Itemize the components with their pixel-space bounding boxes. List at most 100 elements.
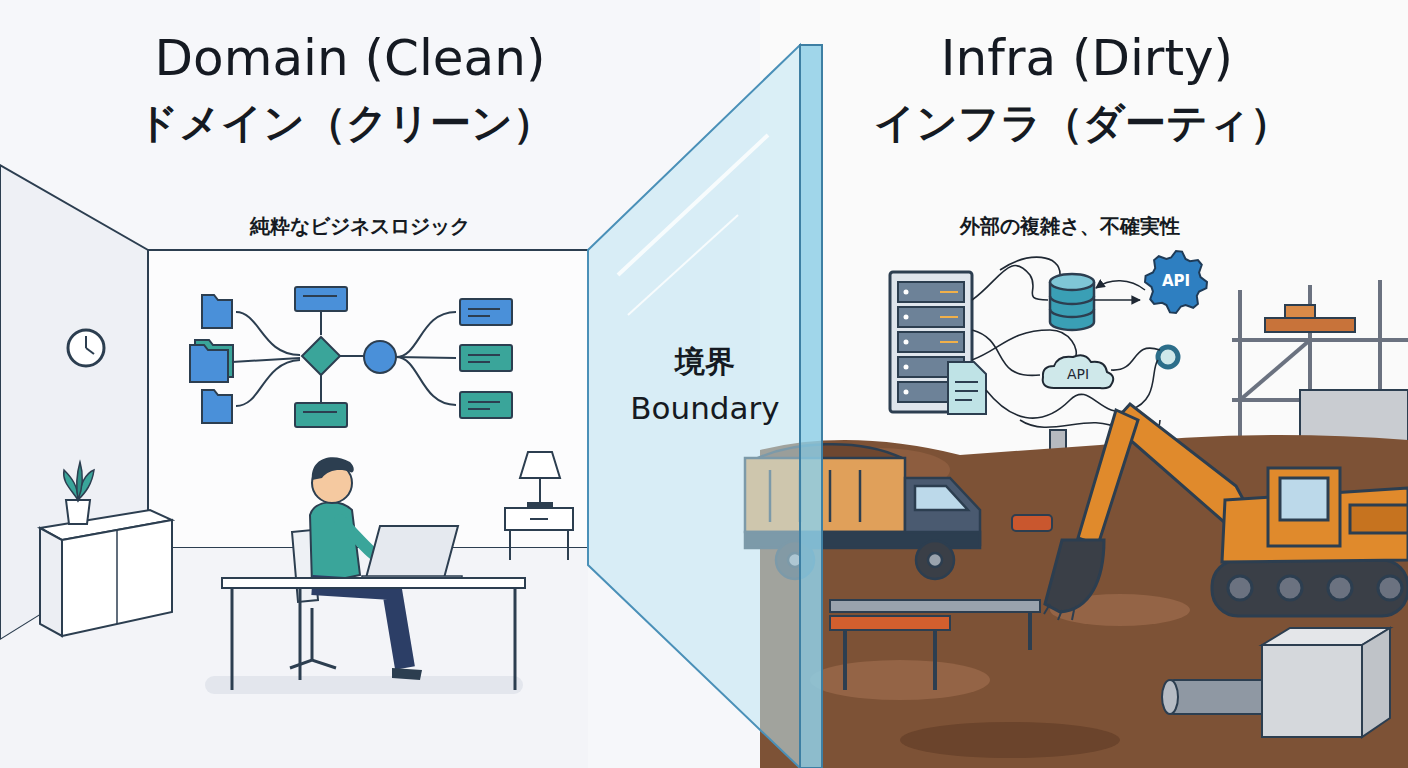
excavator — [1078, 410, 1138, 545]
lamp-nightstand — [509, 530, 511, 560]
excavator — [1044, 404, 1408, 620]
excavator — [1378, 576, 1402, 600]
pipes-blocks — [1012, 515, 1390, 737]
desk-person — [299, 588, 302, 680]
glass-glint — [628, 215, 738, 315]
desk-person — [366, 526, 458, 578]
desk-person — [205, 457, 525, 694]
zone-subtitle: 純粋なビジネスロジック — [170, 215, 550, 238]
document-icon — [948, 362, 986, 414]
server-rack — [904, 315, 909, 320]
excavator — [1280, 478, 1328, 520]
wall-clock — [68, 330, 104, 366]
server-rack — [904, 365, 909, 370]
flowchart-icons — [202, 295, 232, 328]
wall-clock — [85, 336, 87, 348]
flowchart-icons — [236, 360, 300, 406]
cabinet-plant — [116, 530, 118, 624]
flowchart-icons — [190, 345, 228, 382]
ground — [810, 660, 990, 700]
excavator — [1278, 576, 1302, 600]
ring-icon — [1158, 347, 1178, 367]
desk-person — [231, 588, 234, 690]
cabinet-plant — [66, 500, 90, 524]
dump-truck — [928, 553, 942, 567]
pipes-blocks — [1262, 645, 1362, 737]
api-label: API — [1040, 366, 1116, 382]
flowchart-icons — [460, 392, 512, 418]
scaffolding — [1265, 318, 1355, 332]
api-cloud: API — [1040, 354, 1116, 390]
lamp-nightstand — [530, 518, 548, 520]
infra-zone: Infra (Dirty) インフラ（ダーティ） 外部の複雑さ、不確実性 API API — [822, 0, 1408, 768]
ring-icon — [1158, 347, 1178, 367]
flowchart-icons — [460, 299, 512, 325]
api-gear: API — [1145, 251, 1207, 313]
barrier — [843, 630, 847, 690]
lamp-nightstand — [539, 478, 541, 505]
database — [1050, 274, 1094, 330]
zone-subtitle: 外部の複雑さ、不確実性 — [910, 215, 1230, 238]
flowchart-icons — [468, 315, 490, 317]
excavator — [1268, 468, 1340, 546]
gear-outline — [1145, 251, 1207, 313]
flowchart-icons — [295, 287, 347, 311]
server-rack — [898, 282, 964, 302]
barrier — [830, 600, 1040, 690]
flowchart-icons — [396, 312, 456, 357]
glass-glint — [618, 135, 768, 275]
wall-clock — [86, 348, 94, 354]
room — [148, 250, 588, 548]
database — [1050, 274, 1094, 290]
barrier — [1028, 612, 1032, 650]
cabinet-plant — [40, 462, 172, 636]
api-label: API — [1145, 273, 1207, 290]
site-background — [760, 0, 1408, 768]
database — [1050, 296, 1094, 317]
flowchart-icons — [190, 287, 512, 427]
server-rack — [940, 316, 958, 318]
flowchart-icons — [320, 311, 322, 335]
flowchart-icons — [468, 354, 500, 356]
server-rack — [904, 390, 909, 395]
cabinet-plant — [62, 520, 172, 636]
lamp-nightstand — [520, 452, 560, 478]
flowchart-icons — [295, 403, 347, 427]
pipes-blocks — [1162, 680, 1178, 714]
flowchart-icons — [468, 361, 490, 363]
document-icon — [948, 362, 986, 414]
desk-person — [392, 668, 422, 680]
boundary-glass: 境界Boundary — [588, 45, 822, 768]
flowchart-icons — [302, 337, 340, 375]
lamp-nightstand — [505, 452, 573, 560]
tangled-wires — [1096, 281, 1145, 290]
zone-heading-ja: ドメイン（クリーン） — [95, 100, 595, 147]
server-rack — [904, 340, 909, 345]
dump-truck — [859, 470, 862, 522]
cabinet-plant — [64, 470, 78, 500]
flowchart-icons — [303, 411, 337, 413]
flowchart-icons — [236, 312, 300, 355]
excavator — [1350, 505, 1408, 533]
boundary-label: Boundary — [588, 391, 822, 427]
desk-person — [312, 585, 405, 668]
zone-heading: Infra (Dirty) — [862, 30, 1312, 88]
domain-zone: Domain (Clean)ドメイン（クリーン）純粋なビジネスロジック — [0, 0, 588, 768]
flowchart-icons — [340, 355, 364, 357]
flowchart-icons — [396, 357, 456, 405]
barrier — [933, 630, 937, 690]
desk-person — [290, 660, 336, 668]
dump-truck — [916, 541, 954, 579]
lamp-nightstand — [567, 530, 569, 560]
lamp-nightstand — [505, 508, 573, 530]
zone-heading-ja: インフラ（ダーティ） — [832, 100, 1332, 147]
flowchart-icons — [468, 308, 500, 310]
cabinet-plant — [40, 528, 62, 636]
excavator — [1045, 540, 1104, 612]
tangled-wires — [1111, 348, 1160, 370]
barrier — [830, 616, 950, 630]
flowchart-icons — [468, 408, 490, 410]
desk-person — [514, 588, 517, 690]
excavator — [1044, 604, 1074, 620]
tangled-wires — [972, 330, 1040, 375]
